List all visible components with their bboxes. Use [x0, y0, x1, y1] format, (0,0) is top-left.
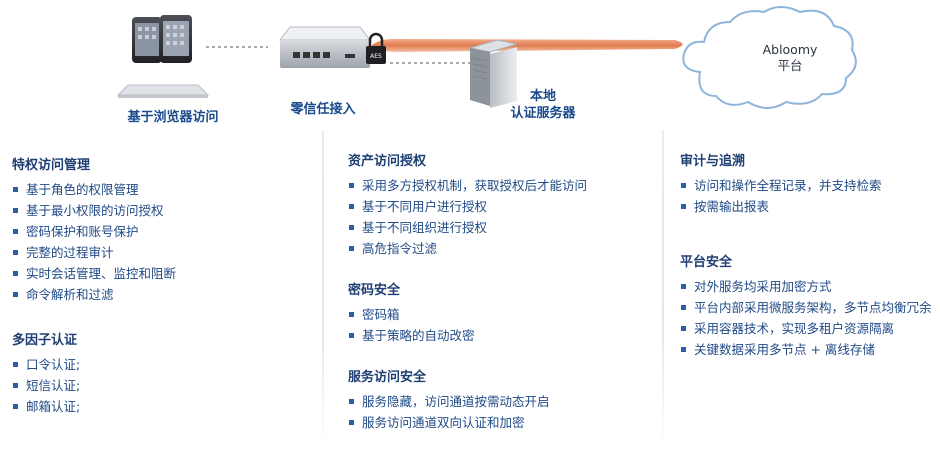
list-item: 密码保护和账号保护 [12, 221, 312, 242]
feature-section: 服务访问安全 服务隐藏，访问通道按需动态开启 服务访问通道双向认证和加密 [348, 366, 658, 433]
feature-section: 审计与追溯 访问和操作全程记录，并支持检索 按需输出报表 [680, 150, 935, 217]
feature-column-1: 特权访问管理 基于角色的权限管理 基于最小权限的访问授权 密码保护和账号保护 完… [12, 154, 312, 450]
section-title: 密码安全 [348, 283, 401, 298]
local-auth-server-label: 本地 认证服务器 [510, 89, 576, 121]
padlock-icon: AES [366, 32, 386, 64]
list-item: 完整的过程审计 [12, 242, 312, 263]
section-title: 平台安全 [680, 255, 733, 270]
section-title: 特权访问管理 [12, 158, 91, 173]
browser-access-label: 基于浏览器访问 [127, 110, 219, 125]
feature-column-2: 资产访问授权 采用多方授权机制，获取授权后才能访问 基于不同用户进行授权 基于不… [348, 150, 658, 450]
feature-section: 平台安全 对外服务均采用加密方式 平台内部采用微服务架构，多节点均衡冗余 采用容… [680, 251, 935, 360]
list-item: 命令解析和过滤 [12, 284, 312, 305]
feature-column-3: 审计与追溯 访问和操作全程记录，并支持检索 按需输出报表 平台安全 对外服务均采… [680, 150, 935, 450]
list-item: 高危指令过滤 [348, 238, 658, 259]
section-title: 资产访问授权 [348, 154, 427, 169]
list-item: 邮箱认证; [12, 396, 312, 417]
list-item: 采用多方授权机制，获取授权后才能访问 [348, 175, 658, 196]
list-item: 基于策略的自动改密 [348, 325, 658, 346]
list-item: 采用容器技术，实现多租户资源隔离 [680, 318, 935, 339]
list-item: 基于不同组织进行授权 [348, 217, 658, 238]
list-item: 访问和操作全程记录，并支持检索 [680, 175, 935, 196]
laptop-icon [116, 84, 210, 98]
cloud-icon [682, 6, 857, 109]
section-title: 多因子认证 [12, 333, 78, 348]
list-item: 服务访问通道双向认证和加密 [348, 412, 658, 433]
secure-tunnel [372, 38, 683, 52]
svg-text:AES: AES [370, 53, 382, 60]
feature-section: 资产访问授权 采用多方授权机制，获取授权后才能访问 基于不同用户进行授权 基于不… [348, 150, 658, 259]
topology-diagram: AES [116, 6, 857, 109]
list-item: 基于角色的权限管理 [12, 179, 312, 200]
tablet-devices-icon [132, 15, 192, 63]
gateway-device-icon [278, 26, 372, 68]
cloud-platform-label: Abloomy 平台 [762, 42, 818, 73]
section-title: 服务访问安全 [348, 370, 427, 385]
column-divider [662, 130, 664, 450]
list-item: 对外服务均采用加密方式 [680, 276, 935, 297]
feature-section: 特权访问管理 基于角色的权限管理 基于最小权限的访问授权 密码保护和账号保护 完… [12, 154, 312, 305]
list-item: 按需输出报表 [680, 196, 935, 217]
list-item: 口令认证; [12, 354, 312, 375]
list-item: 平台内部采用微服务架构，多节点均衡冗余 [680, 297, 935, 318]
section-title: 审计与追溯 [680, 154, 746, 169]
feature-section: 多因子认证 口令认证; 短信认证; 邮箱认证; [12, 329, 312, 417]
feature-section: 密码安全 密码箱 基于策略的自动改密 [348, 279, 658, 346]
zero-trust-label: 零信任接入 [290, 102, 356, 117]
list-item: 密码箱 [348, 304, 658, 325]
server-icon [469, 39, 518, 108]
list-item: 短信认证; [12, 375, 312, 396]
column-divider [322, 130, 324, 450]
list-item: 基于最小权限的访问授权 [12, 200, 312, 221]
list-item: 服务隐藏，访问通道按需动态开启 [348, 391, 658, 412]
list-item: 关键数据采用多节点 + 离线存储 [680, 339, 935, 360]
list-item: 实时会话管理、监控和阻断 [12, 263, 312, 284]
list-item: 基于不同用户进行授权 [348, 196, 658, 217]
